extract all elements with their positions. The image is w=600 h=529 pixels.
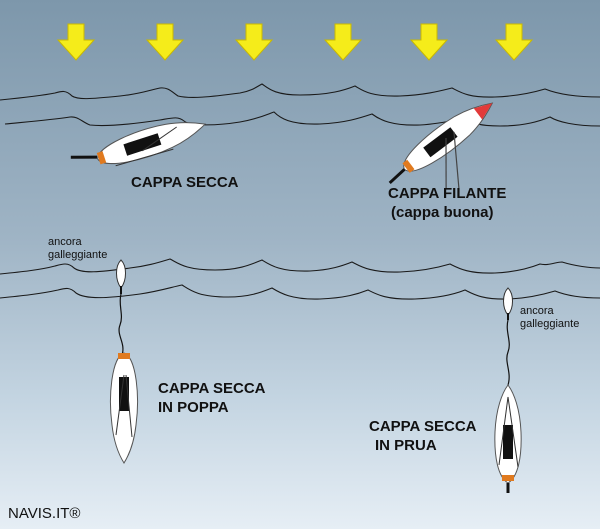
boat-cappa-filante xyxy=(388,102,494,189)
boat-cappa-secca-poppa xyxy=(110,352,138,464)
wind-arrow-down-icon xyxy=(145,23,185,61)
label-galleggiante-left: galleggiante xyxy=(48,249,108,261)
brand-watermark: NAVIS.IT® xyxy=(8,505,81,522)
rode-line-left xyxy=(118,293,124,356)
wind-arrow-down-icon xyxy=(234,23,274,61)
drogue-right xyxy=(503,287,513,320)
boat-cappa-secca xyxy=(70,122,207,167)
wave-line xyxy=(4,111,600,127)
wind-arrows xyxy=(56,23,534,61)
label-ancora-right: ancora xyxy=(520,305,554,317)
drogue-left xyxy=(116,259,126,294)
wind-arrow-down-icon xyxy=(56,23,96,61)
boat-cappa-secca-prua xyxy=(494,384,522,493)
wave-line xyxy=(0,258,600,275)
label-cappa-filante: CAPPA FILANTE xyxy=(388,185,507,202)
label-galleggiante-right: galleggiante xyxy=(520,318,580,330)
wave-line xyxy=(0,284,600,300)
label-cappa-buona: (cappa buona) xyxy=(391,204,494,221)
label-poppa-sub: IN POPPA xyxy=(158,399,229,416)
wave-lines xyxy=(0,83,600,300)
label-prua-sub: IN PRUA xyxy=(375,437,437,454)
wind-arrow-down-icon xyxy=(323,23,363,61)
wind-arrow-down-icon xyxy=(409,23,449,61)
wind-arrow-down-icon xyxy=(494,23,534,61)
label-poppa-title: CAPPA SECCA xyxy=(158,380,266,397)
label-cappa-secca: CAPPA SECCA xyxy=(131,174,239,191)
label-prua-title: CAPPA SECCA xyxy=(369,418,477,435)
wave-line xyxy=(0,83,600,101)
rode-line-right xyxy=(506,319,510,386)
label-ancora-left: ancora xyxy=(48,236,82,248)
